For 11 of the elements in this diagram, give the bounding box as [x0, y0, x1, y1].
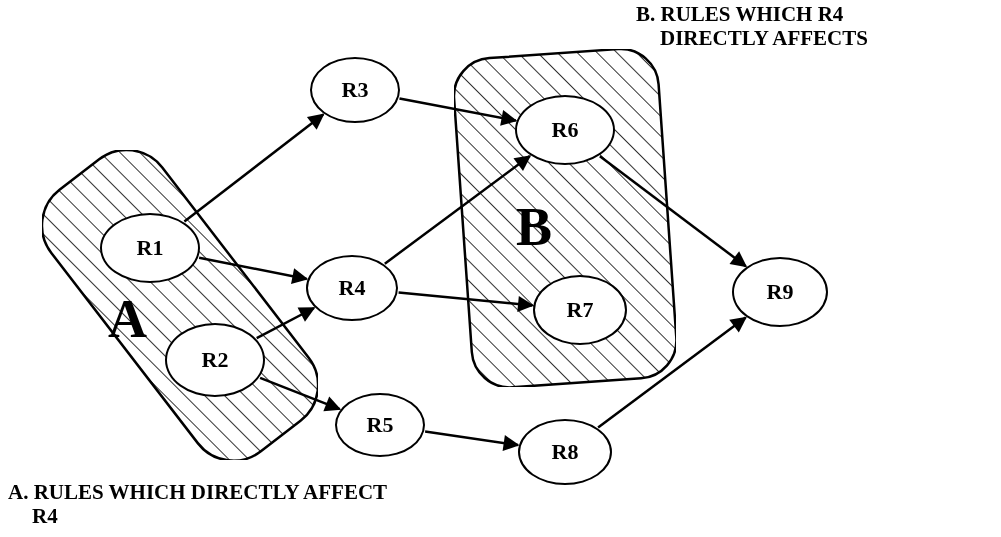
- arrow: [424, 430, 520, 451]
- arrow: [399, 97, 518, 126]
- region-caption: A. RULES WHICH DIRECTLY AFFECT R4: [8, 480, 388, 529]
- arrow: [384, 155, 532, 265]
- arrow: [259, 376, 342, 412]
- region-caption: B. RULES WHICH R4 DIRECTLY AFFECTS: [636, 2, 869, 51]
- arrow: [597, 316, 747, 429]
- arrow: [256, 306, 316, 340]
- arrow: [599, 155, 748, 268]
- arrow: [183, 113, 325, 223]
- arrow: [398, 291, 534, 312]
